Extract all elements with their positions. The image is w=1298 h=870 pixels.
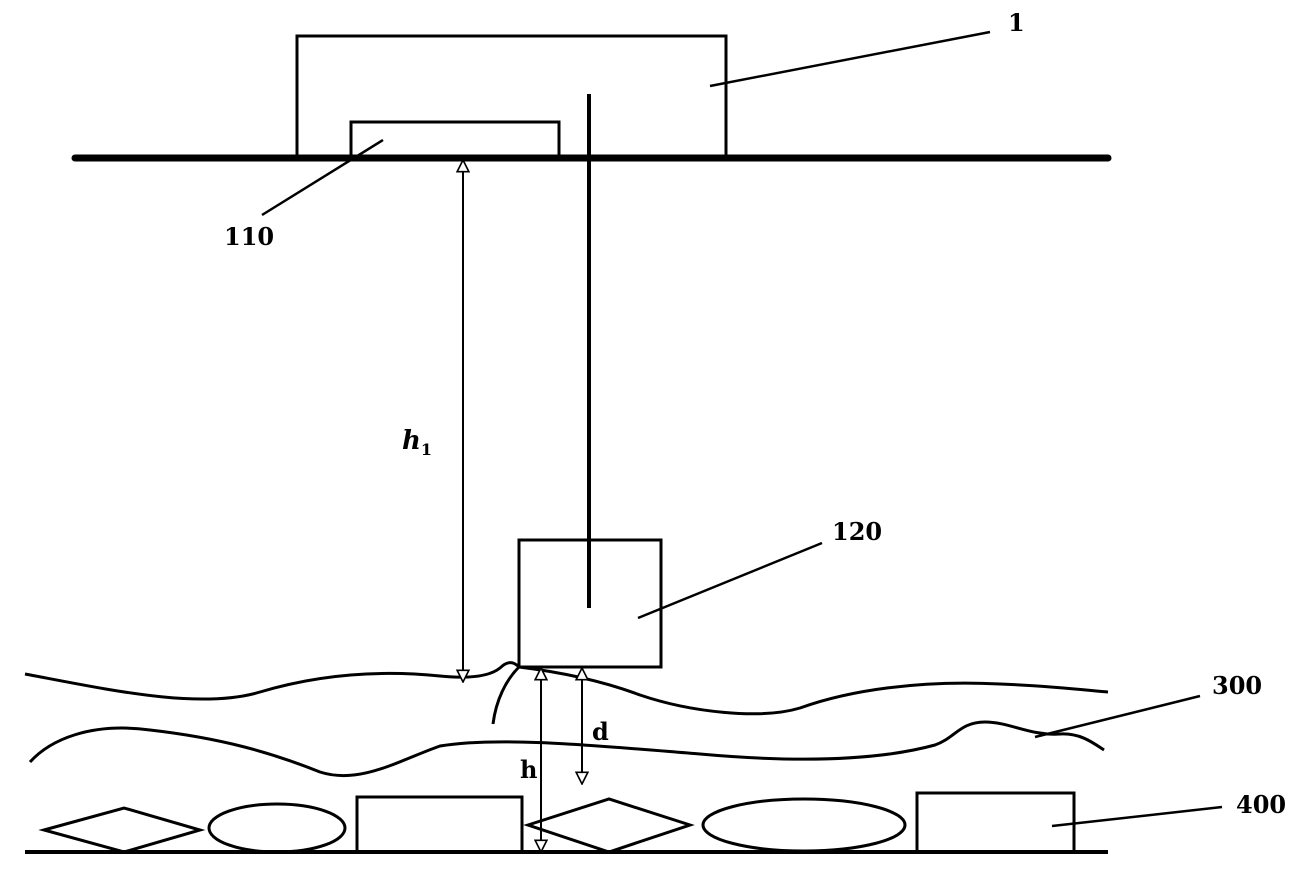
label-height-main: h1 [402, 426, 432, 459]
leader-line-probe [637, 541, 823, 620]
leader-line-objects [1051, 805, 1223, 828]
surface-wave-lower [28, 720, 1105, 778]
leader-line-base-plate [261, 138, 384, 217]
surface-wave-fold [491, 665, 521, 725]
label-objects: 400 [1236, 790, 1286, 819]
label-height-main-letter: h [402, 426, 421, 456]
object-diamond-left [38, 806, 206, 854]
object-ellipse-left [207, 802, 347, 854]
label-base-plate: 110 [224, 222, 274, 251]
leader-line-surface [1034, 694, 1201, 739]
object-ellipse-right [701, 797, 907, 853]
probe-box [517, 538, 663, 669]
device-housing [295, 34, 728, 160]
label-probe: 120 [832, 517, 882, 546]
object-rect-right [915, 791, 1076, 854]
surface-wave-upper [24, 661, 1109, 716]
label-surface-layer: 300 [1212, 671, 1262, 700]
label-height-main-subscript: 1 [421, 440, 432, 459]
leader-line-device [709, 30, 991, 88]
base-plate [349, 120, 561, 160]
label-device: 1 [1008, 8, 1025, 37]
object-diamond-right [523, 797, 695, 854]
label-gap: d [592, 717, 609, 746]
label-height-total: h [520, 755, 537, 784]
object-rect-left [355, 795, 524, 854]
